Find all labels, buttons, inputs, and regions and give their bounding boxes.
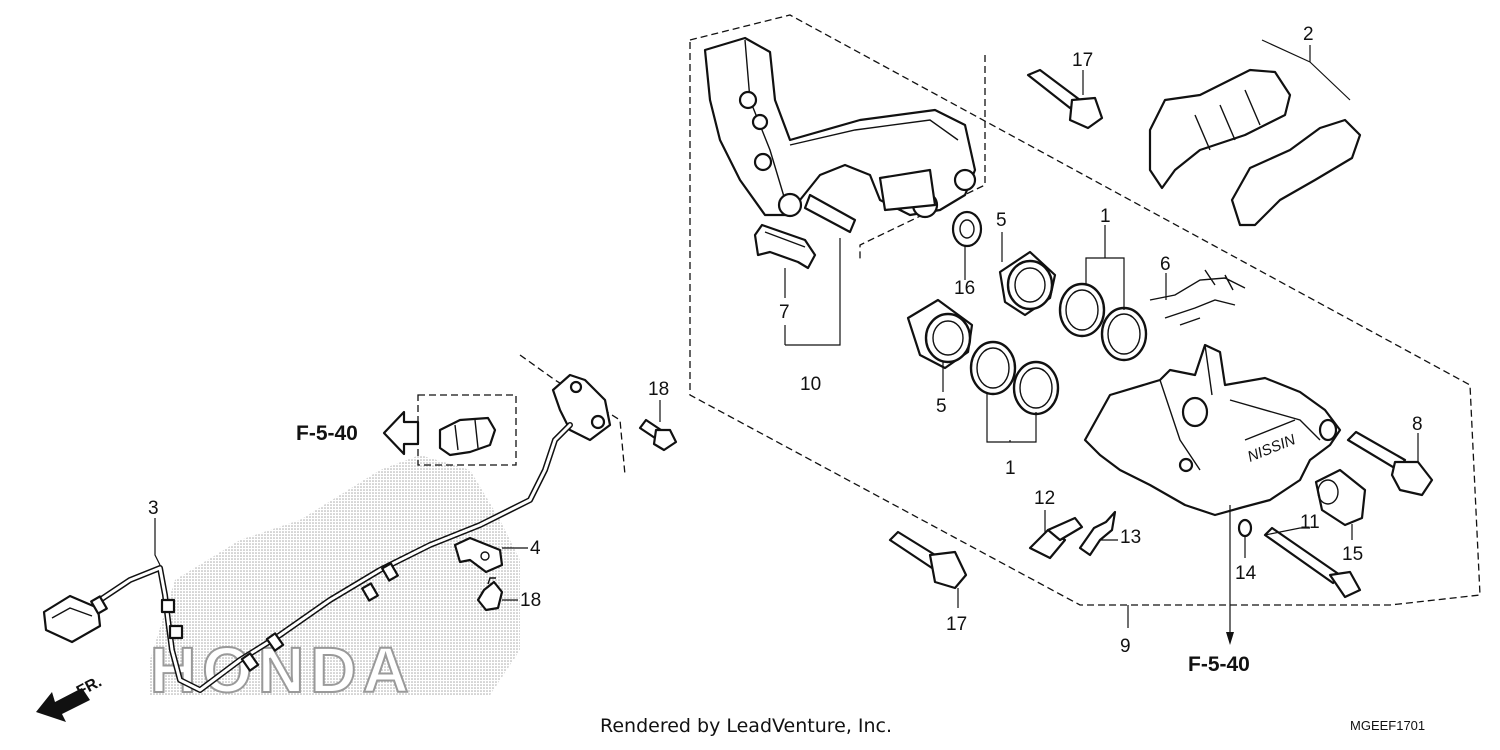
reference-arrow-left: [382, 410, 420, 456]
caliper-assembly-outline: [689, 14, 1481, 606]
wire-clamp: [453, 536, 504, 574]
callout-5-lower: 5: [936, 396, 947, 417]
honda-watermark: HONDA: [149, 455, 520, 707]
clamp-bolt-lower: [476, 577, 504, 612]
diagram-code: MGEEF1701: [1350, 718, 1425, 733]
leader-lines: [154, 39, 1419, 645]
pad-pin: [1263, 526, 1362, 599]
callout-16: 16: [954, 278, 975, 299]
pad-retainer-clip: [753, 223, 817, 270]
caliper-body: NISSIN: [1083, 343, 1342, 517]
callout-15: 15: [1342, 544, 1363, 565]
callout-5-upper: 5: [996, 210, 1007, 231]
callout-4: 4: [530, 538, 541, 559]
pin-cap: [1314, 468, 1367, 527]
footer-credit: Rendered by LeadVenture, Inc.: [600, 715, 892, 737]
callout-1-lower: 1: [1005, 458, 1016, 479]
callout-18-lower: 18: [520, 590, 541, 611]
brake-pads: [1148, 68, 1362, 227]
callout-7: 7: [779, 302, 790, 323]
callout-2: 2: [1303, 24, 1314, 45]
sensor-bolt-upper: [638, 418, 678, 452]
callout-10: 10: [800, 374, 821, 395]
bleeder-valve: [1028, 516, 1084, 560]
bleeder-cap: [1078, 510, 1117, 557]
callout-1-upper: 1: [1100, 206, 1111, 227]
reference-label-bottom[interactable]: F-5-40: [1188, 653, 1250, 676]
callout-6: 6: [1160, 254, 1171, 275]
bolt-lower: [888, 530, 968, 590]
callout-12: 12: [1034, 488, 1055, 509]
callout-11: 11: [1300, 512, 1320, 533]
pad-spring: [1149, 269, 1246, 326]
piston-upper: [998, 250, 1057, 317]
bolt-upper: [1026, 68, 1104, 130]
callout-17-upper: 17: [1072, 50, 1093, 71]
washer: [1237, 518, 1253, 538]
callout-13: 13: [1120, 527, 1141, 548]
piston-lower: [906, 298, 974, 370]
piston-seals-lower: [969, 340, 1060, 416]
front-direction-arrow: [36, 688, 90, 722]
pin-boot: [951, 210, 983, 248]
reference-label-left[interactable]: F-5-40: [296, 422, 358, 445]
caliper-bracket: [703, 36, 977, 234]
callout-8: 8: [1412, 414, 1423, 435]
sensor-wire: [97, 422, 573, 693]
sensor-connector: [42, 594, 108, 644]
callout-3: 3: [148, 498, 159, 519]
callout-14: 14: [1235, 563, 1257, 584]
piston-seals-upper: [1058, 282, 1148, 362]
callout-17-lower: 17: [946, 614, 967, 635]
clamp-detail: [438, 416, 497, 457]
callout-18-upper: 18: [648, 379, 669, 400]
callout-9: 9: [1120, 636, 1131, 657]
